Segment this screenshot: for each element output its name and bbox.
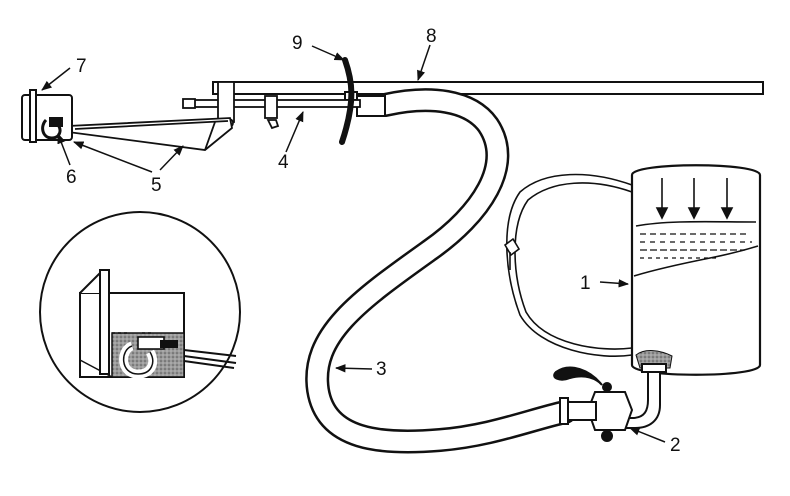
label-1: 1	[580, 273, 591, 294]
label-6: 6	[66, 167, 77, 188]
feed-tube	[182, 81, 361, 130]
label-7: 7	[76, 56, 87, 77]
tank	[630, 164, 762, 376]
inset-detail	[39, 211, 241, 413]
number-labels: 1 2 3 4 5 6 7 8 9	[66, 26, 681, 456]
rod	[212, 81, 764, 95]
liquid-lines	[633, 220, 759, 277]
label-2: 2	[670, 435, 681, 456]
strap	[339, 57, 355, 145]
label-3: 3	[376, 359, 387, 380]
outlet-valve	[553, 363, 667, 442]
bracket	[67, 117, 233, 151]
label-9: 9	[292, 33, 303, 54]
leader-arrows	[41, 44, 666, 443]
label-4: 4	[278, 152, 289, 173]
label-5: 5	[151, 175, 162, 196]
tank-sling	[503, 173, 633, 358]
label-8: 8	[426, 26, 437, 47]
drip-box	[21, 89, 73, 143]
hose	[305, 88, 577, 454]
pressure-arrows	[655, 178, 734, 220]
